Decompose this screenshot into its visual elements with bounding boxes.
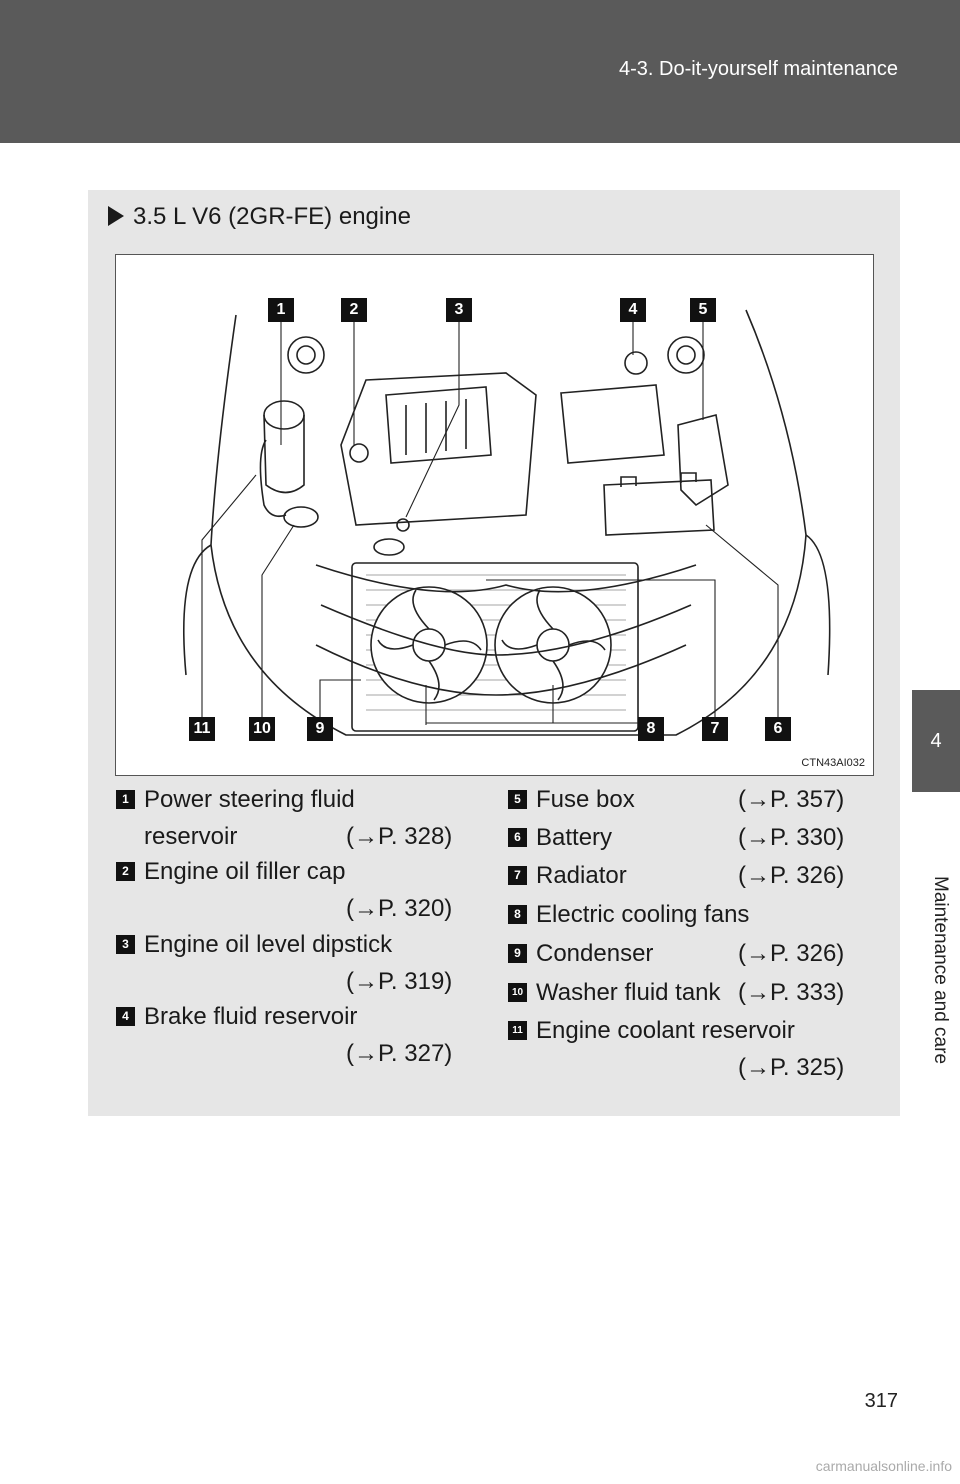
engine-illustration bbox=[182, 309, 831, 736]
legend-ref-4[interactable]: (→P. 327) bbox=[346, 1040, 453, 1067]
legend-item-7: 7 Radiator (→P. 326) bbox=[508, 857, 858, 894]
callout-2: 2 bbox=[341, 298, 367, 322]
callout-10: 10 bbox=[249, 717, 275, 741]
legend-item-1: 1 Power steering fluid reservoir (→P. 32… bbox=[116, 781, 466, 855]
callout-7: 7 bbox=[702, 717, 728, 741]
legend-number-4: 4 bbox=[116, 1007, 135, 1026]
legend-ref-6[interactable]: (→P. 330) bbox=[738, 824, 845, 851]
legend-label-8: Electric cooling fans bbox=[536, 901, 750, 928]
page-header: 4-3. Do-it-yourself maintenance bbox=[0, 0, 960, 143]
legend-number-7: 7 bbox=[508, 866, 527, 885]
triangle-bullet-icon bbox=[108, 206, 124, 226]
legend-label-3: Engine oil level dipstick bbox=[144, 931, 393, 958]
callout-8: 8 bbox=[638, 717, 664, 741]
callout-9: 9 bbox=[307, 717, 333, 741]
legend-number-5: 5 bbox=[508, 790, 527, 809]
legend-number-11: 11 bbox=[508, 1021, 527, 1040]
legend-number-10: 10 bbox=[508, 983, 527, 1002]
callout-3: 3 bbox=[446, 298, 472, 322]
legend-ref-2[interactable]: (→P. 320) bbox=[346, 895, 453, 922]
legend-number-3: 3 bbox=[116, 935, 135, 954]
legend-item-3: 3 Engine oil level dipstick (→P. 319) bbox=[116, 926, 466, 1000]
legend-item-6: 6 Battery (→P. 330) bbox=[508, 819, 858, 856]
page-number: 317 bbox=[864, 1390, 898, 1412]
callout-4: 4 bbox=[620, 298, 646, 322]
legend-item-4: 4 Brake fluid reservoir (→P. 327) bbox=[116, 998, 466, 1072]
chapter-label: Maintenance and care bbox=[920, 860, 960, 1080]
legend-number-8: 8 bbox=[508, 905, 527, 924]
legend-ref-7[interactable]: (→P. 326) bbox=[738, 862, 845, 889]
legend-ref-9[interactable]: (→P. 326) bbox=[738, 940, 845, 967]
legend-ref-1[interactable]: (→P. 328) bbox=[346, 823, 453, 850]
legend-number-9: 9 bbox=[508, 944, 527, 963]
header-title: 4-3. Do-it-yourself maintenance bbox=[618, 58, 898, 80]
legend-ref-11[interactable]: (→P. 325) bbox=[738, 1054, 845, 1081]
legend-label-4: Brake fluid reservoir bbox=[144, 1003, 358, 1030]
legend-ref-5[interactable]: (→P. 357) bbox=[738, 786, 845, 813]
legend-item-8: 8 Electric cooling fans bbox=[508, 896, 858, 933]
legend-ref-10[interactable]: (→P. 333) bbox=[738, 979, 845, 1006]
callout-1: 1 bbox=[268, 298, 294, 322]
legend-item-5: 5 Fuse box (→P. 357) bbox=[508, 781, 858, 818]
legend-item-11: 11 Engine coolant reservoir (→P. 325) bbox=[508, 1012, 858, 1086]
legend-number-1: 1 bbox=[116, 790, 135, 809]
watermark: carmanualsonline.info bbox=[815, 1458, 952, 1474]
legend-item-9: 9 Condenser (→P. 326) bbox=[508, 935, 858, 972]
section-title-text: 3.5 L V6 (2GR-FE) engine bbox=[133, 203, 411, 230]
legend-label-9: Condenser bbox=[536, 940, 654, 967]
engine-compartment-figure: 1 2 3 4 5 11 10 9 8 7 6 CTN43AI032 bbox=[115, 254, 874, 776]
legend-label-7: Radiator bbox=[536, 862, 627, 889]
callout-11: 11 bbox=[189, 717, 215, 741]
legend-label-10: Washer fluid tank bbox=[536, 979, 721, 1006]
callout-5: 5 bbox=[690, 298, 716, 322]
legend-item-10: 10 Washer fluid tank (→P. 333) bbox=[508, 974, 858, 1011]
legend-number-6: 6 bbox=[508, 828, 527, 847]
legend-ref-3[interactable]: (→P. 319) bbox=[346, 968, 453, 995]
chapter-label-text: Maintenance and care bbox=[930, 875, 951, 1065]
legend-label-1a: Power steering fluid bbox=[144, 786, 355, 813]
chapter-tab[interactable]: 4 bbox=[912, 690, 960, 792]
legend-label-1b: reservoir bbox=[144, 823, 238, 850]
legend-number-2: 2 bbox=[116, 862, 135, 881]
legend-label-11: Engine coolant reservoir bbox=[536, 1017, 795, 1044]
section-title: 3.5 L V6 (2GR-FE) engine bbox=[108, 203, 411, 231]
callout-6: 6 bbox=[765, 717, 791, 741]
legend-label-2: Engine oil filler cap bbox=[144, 858, 346, 885]
legend-item-2: 2 Engine oil filler cap (→P. 320) bbox=[116, 853, 466, 927]
legend-label-5: Fuse box bbox=[536, 786, 635, 813]
legend-label-6: Battery bbox=[536, 824, 613, 851]
figure-code: CTN43AI032 bbox=[801, 757, 865, 769]
